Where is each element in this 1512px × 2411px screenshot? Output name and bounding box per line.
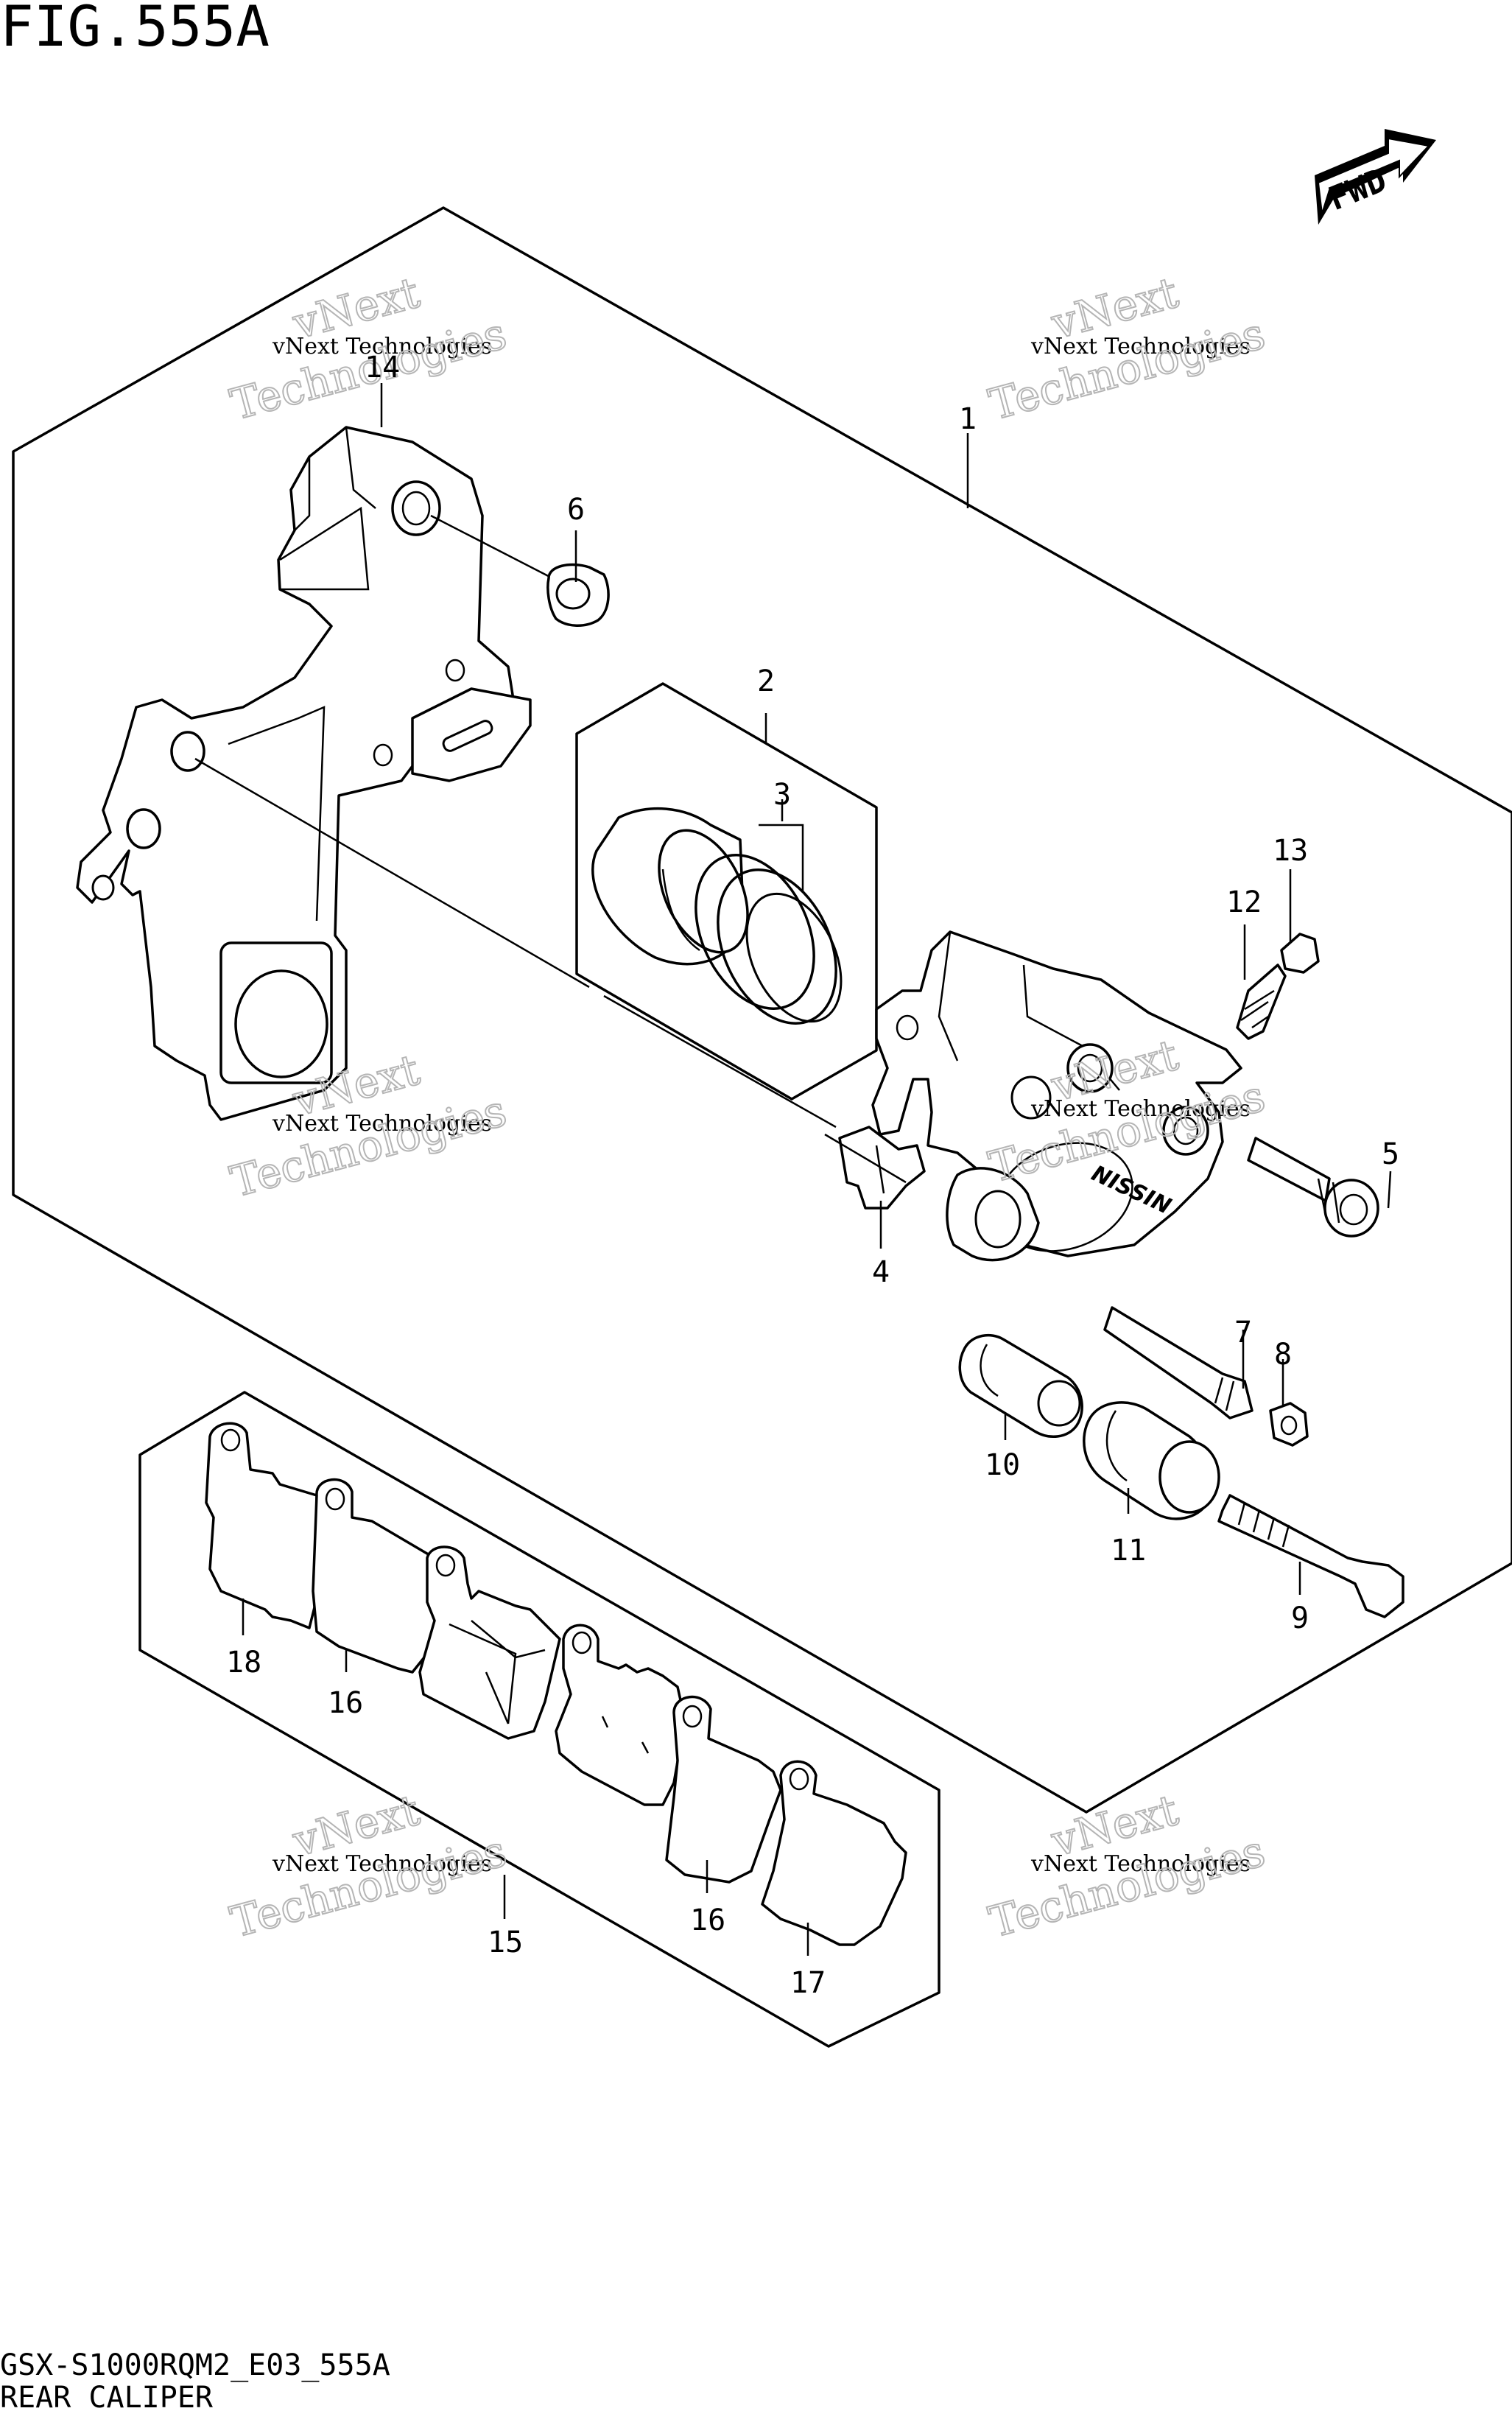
caliper-piston [591,807,749,966]
callout-4: 4 [872,1255,890,1289]
callout-7: 7 [1234,1316,1252,1350]
guide-rod [1103,1306,1253,1419]
forward-arrow-icon: FWD [1315,129,1436,225]
callout-2: 2 [757,664,775,698]
brake-pad-shim-18 [205,1422,318,1629]
callout-9: 9 [1291,1601,1309,1635]
diagram-caption: REAR CALIPER [0,2381,214,2411]
rubber-bushing [546,563,610,627]
pad-spring-clip [824,1126,926,1210]
brake-pad-friction-rear [555,1624,686,1806]
watermark-bottom-left: vNext Technologies vNext Technologies [225,1784,512,1948]
caliper-bracket [76,426,532,1121]
bushing-axis-line [430,514,560,583]
callout-16-rear: 16 [690,1903,725,1937]
callout-12: 12 [1226,885,1262,919]
caliper-assembly-boundary [12,206,1512,1814]
caliper-boot [946,1167,1040,1262]
callout-18: 18 [226,1646,261,1680]
diagram-code: GSX-S1000RQM2_E03_555A [0,2348,390,2382]
figure-title: FIG.555A [0,0,270,59]
svg-text:vNext Technologies: vNext Technologies [1030,1096,1251,1122]
brake-pad-shim-17 [761,1760,907,1946]
svg-text:vNext Technologies: vNext Technologies [272,1851,492,1877]
callout-3: 3 [773,778,791,812]
bleeder-cap [1280,933,1320,974]
brake-pad-friction-front [418,1545,561,1740]
slide-pin-sleeve [958,1333,1083,1438]
svg-text:vNext Technologies: vNext Technologies [1030,334,1251,359]
callout-10: 10 [985,1448,1020,1482]
slide-pin-upper [1247,1137,1379,1238]
callout-16-front: 16 [328,1686,363,1720]
watermark-top-left: vNext Technologies vNext Technologies [225,267,512,431]
callout-14: 14 [365,351,400,385]
callout-6: 6 [567,493,585,527]
callout-5: 5 [1382,1137,1399,1171]
callout-15: 15 [488,1926,523,1959]
callout-11: 11 [1111,1534,1146,1568]
piston-seal-kit-box [575,682,878,1101]
svg-text:vNext Technologies: vNext Technologies [272,334,492,359]
callout-13: 13 [1273,834,1308,868]
brake-pad-16-rear [665,1696,782,1884]
slide-pin-boot [1083,1401,1220,1520]
svg-text:vNext Technologies: vNext Technologies [1030,1851,1251,1877]
callout-17: 17 [790,1966,826,2000]
callout-1: 1 [959,402,977,436]
callout-8: 8 [1274,1338,1292,1372]
svg-text:vNext Technologies: vNext Technologies [272,1111,492,1137]
guide-rod-nut [1269,1402,1309,1447]
pin-bolt [1217,1494,1404,1618]
watermark-top-right: vNext Technologies vNext Technologies [983,267,1270,431]
bleeder-screw [1236,964,1287,1040]
pin-axis-line [194,757,837,1129]
piston-seal-rings [695,854,843,1025]
watermark-bottom-right: vNext Technologies vNext Technologies [983,1784,1270,1948]
brake-pad-set-box [138,1391,940,2048]
callout-leaders [242,383,1392,1956]
